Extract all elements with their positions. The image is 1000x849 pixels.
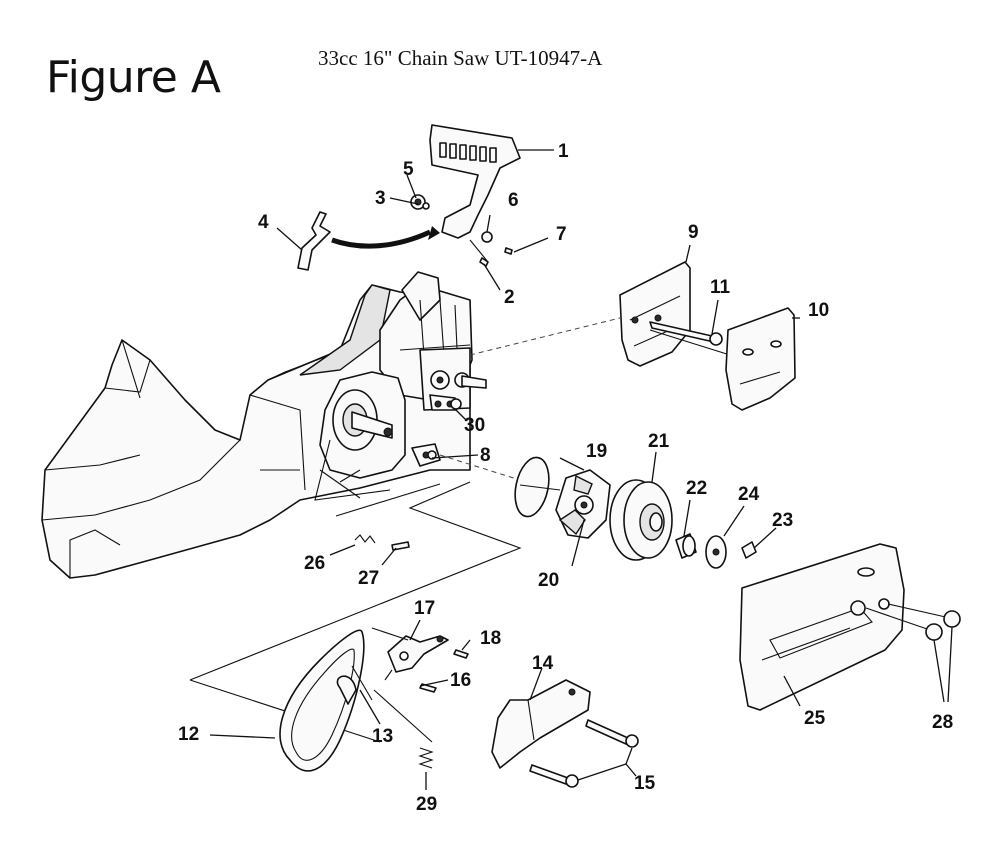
part-1-handle [429,124,521,239]
part-25-side-cover [739,543,905,711]
part-8-nut [427,450,437,460]
label-part-22: 22 [686,478,707,499]
part-29-spring [418,747,434,769]
label-part-15: 15 [634,773,656,794]
label-part-18: 18 [480,628,501,649]
label-part-26: 26 [304,553,325,574]
guide-line-8 [439,454,521,481]
label-part-19: 19 [586,441,607,462]
label-part-4: 4 [258,212,269,233]
label-part-25: 25 [804,708,826,729]
label-part-16: 16 [450,670,471,691]
label-part-6: 6 [508,190,519,211]
part-12-chain [279,629,365,772]
label-part-20: 20 [538,570,559,591]
part-21-clutch-drum [609,479,673,561]
part-10-plate [725,307,796,411]
leader-lines [209,149,953,790]
part-13-part [336,675,357,705]
assembly-arrow [331,229,432,249]
part-20-clutch [555,469,611,539]
label-part-9: 9 [688,222,699,243]
part-27-screw [391,541,410,551]
label-part-7: 7 [556,224,567,245]
guide-line-9 [469,317,621,356]
figure-label: Figure A [46,52,221,103]
part-23-clip [741,541,757,559]
label-part-24: 24 [738,484,760,505]
part-16-screw [419,683,437,693]
part-4-spring [297,211,331,271]
part-6-washer [481,231,493,243]
label-part-3: 3 [375,188,386,209]
part-15-bolt-b [529,764,569,785]
engine-housing [41,271,487,579]
label-part-29: 29 [416,794,437,815]
part-28-nut-b [943,610,961,628]
label-part-21: 21 [648,431,670,452]
part-9-plate [619,261,691,367]
label-part-5: 5 [403,159,414,180]
label-part-10: 10 [808,300,829,321]
label-part-2: 2 [504,287,515,308]
part-7-clip [504,247,513,255]
label-part-12: 12 [178,724,199,745]
label-part-28: 28 [932,712,953,733]
label-part-1: 1 [558,141,569,162]
part-2-pin [479,257,489,267]
part-14-guide [491,679,591,769]
part-18-pin [453,649,469,659]
label-part-11: 11 [710,277,731,298]
part-3-pin [422,202,430,210]
part-26-spring [354,534,376,544]
model-title: 33cc 16" Chain Saw UT-10947-A [318,46,603,70]
assembly-frame [189,481,522,681]
part-30-nut [450,398,462,410]
label-part-23: 23 [772,510,793,531]
label-part-27: 27 [358,568,379,589]
part-28-nut-a [925,623,943,641]
label-part-30: 30 [464,415,485,436]
label-part-14: 14 [532,653,554,674]
label-part-17: 17 [414,598,435,619]
part-17-lever [387,635,449,673]
part-15-bolt-a [585,719,629,745]
label-part-13: 13 [372,726,393,747]
label-part-8: 8 [480,445,491,466]
part-number-labels: 1 2 3 4 5 6 7 8 9 10 11 12 13 14 15 16 1… [178,141,953,815]
